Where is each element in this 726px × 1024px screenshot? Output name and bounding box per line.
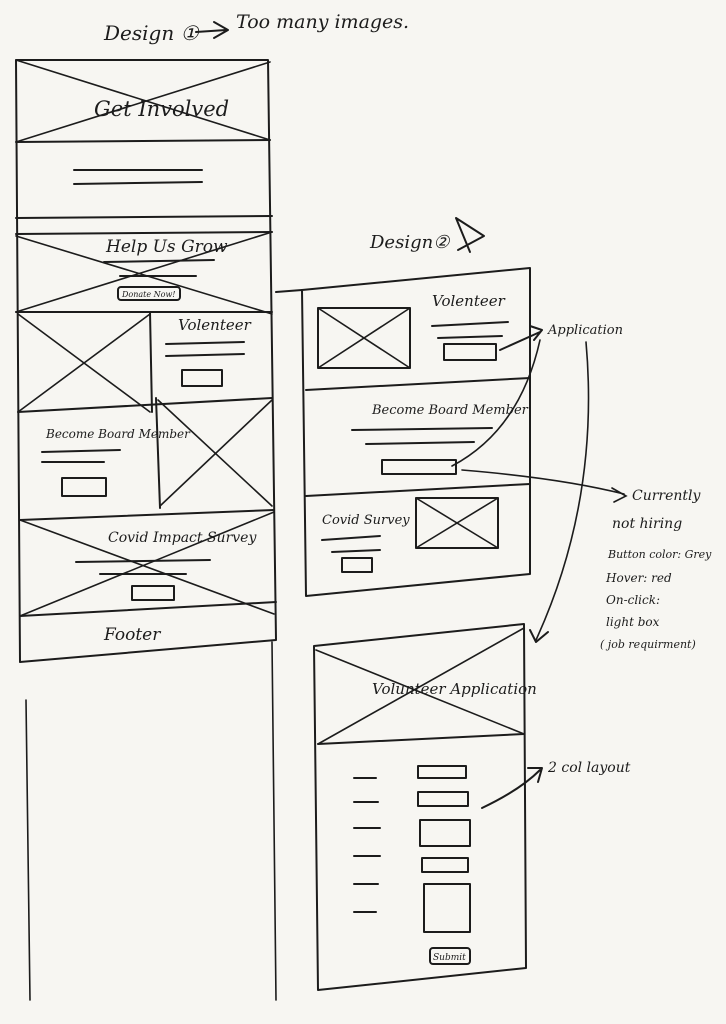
donate-now-label: Donate Now!	[121, 290, 176, 299]
arrow-icon	[499, 325, 543, 351]
note-not-hiring: not hiring	[612, 516, 682, 532]
survey-button[interactable]	[131, 585, 175, 601]
design2-volunteer-title: Volenteer	[432, 292, 506, 310]
arrow-head-icon	[529, 629, 549, 643]
covid-image-placeholder-icon	[19, 519, 275, 615]
application-wireframe: Volunteer Application Submit 2 col layou…	[313, 623, 631, 991]
design1-header: Design ① Too many images.	[103, 11, 409, 45]
image-placeholder-icon	[15, 59, 271, 141]
connector-line	[451, 339, 541, 467]
two-col-layout-note: 2 col layout	[547, 760, 631, 776]
design2-annotations: Application Currently not hiring Button …	[451, 323, 712, 651]
design1-title: Design ①	[103, 21, 200, 45]
application-hero-title: Volunteer Application	[372, 680, 537, 698]
donate-now-button[interactable]	[117, 286, 181, 301]
note-on-click: On-click:	[606, 593, 660, 607]
note-job-requirement: ( job requirment)	[600, 638, 696, 651]
form-input[interactable]	[421, 857, 469, 873]
covid-image-placeholder	[415, 497, 499, 549]
design2-board-title: Become Board Member	[371, 403, 529, 418]
board-member-button[interactable]	[381, 459, 457, 475]
design1-footer: Footer	[103, 625, 161, 645]
volunteer-apply-button[interactable]	[443, 343, 497, 361]
form-textarea[interactable]	[423, 883, 471, 933]
design2-title: Design②	[369, 232, 450, 253]
form-input[interactable]	[417, 765, 467, 779]
form-textarea[interactable]	[419, 819, 471, 847]
design1-board-title: Become Board Member	[45, 427, 191, 441]
covid-survey-button[interactable]	[341, 557, 373, 573]
design1-grow-title: Help Us Grow	[105, 237, 228, 257]
connector-to-application-page	[535, 341, 590, 641]
note-button-color: Button color: Grey	[607, 548, 712, 561]
arrow-right-icon	[195, 21, 229, 39]
design1-hero-title: Get Involved	[94, 97, 229, 121]
submit-label: Submit	[433, 953, 466, 963]
note-currently: Currently	[632, 488, 702, 504]
design1-wireframe: Get Involved Help Us Grow Donate Now! Vo…	[15, 59, 277, 1001]
arrow-to-notes-icon	[461, 469, 628, 503]
star-icon	[455, 217, 485, 253]
design2-covid-title: Covid Survey	[322, 513, 410, 528]
board-member-button[interactable]	[61, 477, 107, 497]
volunteer-button[interactable]	[181, 369, 223, 387]
arrow-icon	[481, 767, 543, 809]
design1-covid-title: Covid Impact Survey	[108, 530, 257, 546]
submit-button[interactable]	[429, 947, 471, 965]
application-hero-image-icon	[315, 649, 525, 735]
form-input[interactable]	[417, 791, 469, 807]
application-annotation: Application	[547, 323, 623, 338]
note-hover: Hover: red	[605, 571, 672, 585]
design2-wireframe: Design② Volenteer Become Board Member Co…	[275, 217, 531, 597]
design1-note: Too many images.	[236, 11, 409, 33]
note-light-box: light box	[606, 615, 660, 629]
design1-volunteer-title: Volenteer	[178, 316, 252, 334]
volunteer-image-placeholder	[317, 307, 411, 369]
